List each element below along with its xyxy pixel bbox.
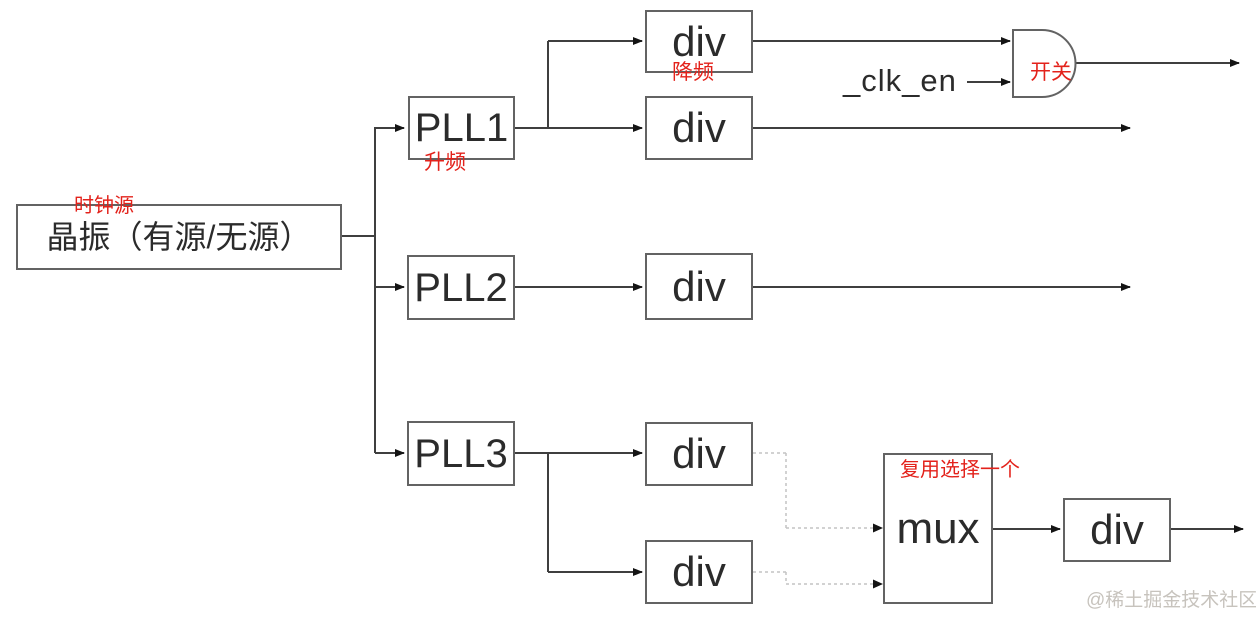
div-box-pll3-b: div <box>645 540 753 604</box>
div-box-final: div <box>1063 498 1171 562</box>
mux-box: mux <box>883 453 993 604</box>
arrowhead-mux-input-bottom <box>873 579 883 589</box>
annotation-gate-switch: 开关 <box>1030 61 1072 84</box>
pll2-box: PLL2 <box>407 255 515 320</box>
arrowhead-mux-input-top <box>873 523 883 533</box>
dotted-wire-div4-to-mux <box>753 452 873 529</box>
clk-en-signal-label: _clk_en <box>843 63 957 98</box>
div-box-pll1-a: div <box>645 10 753 73</box>
pll1-box: PLL1 <box>408 96 515 160</box>
annotation-clock-source: 时钟源 <box>74 195 134 217</box>
source-box: 晶振（有源/无源） <box>16 204 342 270</box>
and-gate-shape <box>1012 29 1077 98</box>
watermark-text: @稀土掘金技术社区 <box>1086 590 1256 611</box>
dotted-wire-div5-to-mux <box>753 571 873 585</box>
div-box-pll2: div <box>645 253 753 320</box>
annotation-mux-select: 复用选择一个 <box>900 459 1020 481</box>
annotation-upscale-freq: 升频 <box>424 151 466 174</box>
annotation-downscale-freq: 降频 <box>672 61 714 84</box>
div-box-pll3-a: div <box>645 422 753 486</box>
div-box-pll1-b: div <box>645 96 753 160</box>
pll3-box: PLL3 <box>407 421 515 486</box>
